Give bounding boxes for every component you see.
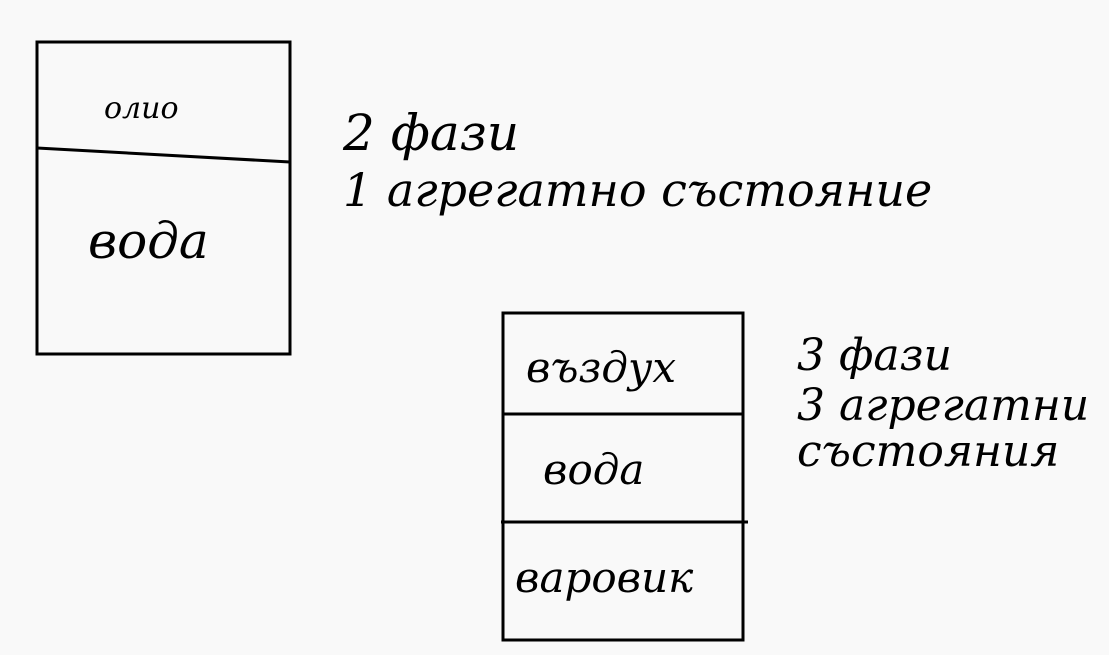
phase-boundary-line [36, 146, 291, 164]
column-outline [501, 311, 745, 642]
caption-phase-count: 3 фази [797, 330, 952, 381]
layer-label-water: вода [88, 212, 209, 270]
caption-diagram-1: 2 фази 1 агрегатно състояние [342, 104, 932, 217]
caption-state-word: състояния [797, 426, 1059, 477]
caption-phase-count: 2 фази [342, 104, 519, 162]
beaker-outline [35, 40, 292, 356]
layer-label-limestone: варовик [515, 553, 694, 602]
caption-diagram-2: 3 фази 3 агрегатни състояния [797, 330, 1089, 477]
layer-label-oil: олио [104, 91, 179, 126]
caption-state-count: 3 агрегатни [797, 380, 1089, 431]
layer-label-air: въздух [526, 343, 676, 392]
caption-state-count: 1 агрегатно състояние [343, 163, 932, 217]
beaker-diagram-two-phases: олио вода [35, 40, 292, 356]
layer-label-water: вода [543, 445, 644, 494]
column-diagram-three-phases: въздух вода варовик [501, 311, 748, 642]
